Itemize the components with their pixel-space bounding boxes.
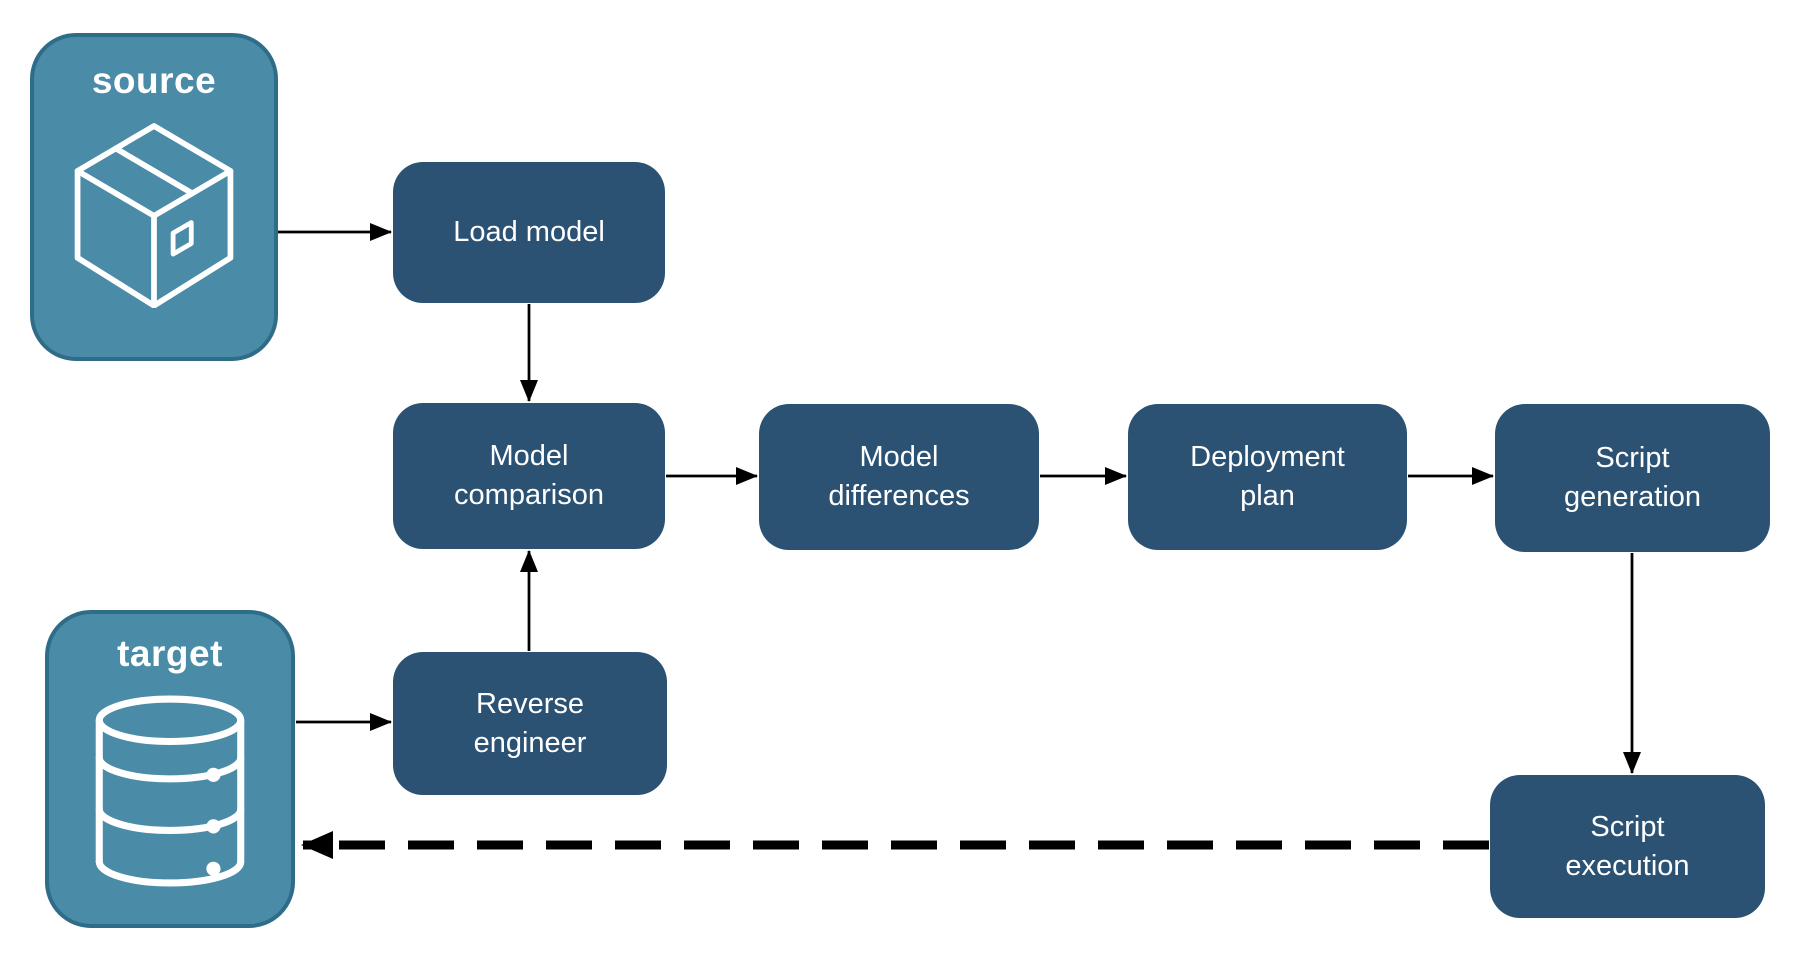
node-label: Model differences — [828, 441, 970, 512]
node-label: Script execution — [1565, 810, 1690, 882]
node-model-differences: Model differences — [759, 404, 1039, 550]
node-load-model: Load model — [393, 162, 665, 303]
node-model-comparison: Model comparison — [393, 403, 665, 549]
node-script-execution: Script execution — [1490, 775, 1765, 918]
database-icon — [94, 695, 246, 887]
node-label: Reverse engineer — [473, 687, 587, 759]
node-label: Model comparison — [454, 440, 604, 511]
node-reverse-engineer: Reverse engineer — [393, 652, 667, 795]
node-source: source — [30, 33, 278, 361]
node-script-generation: Script generation — [1495, 404, 1770, 552]
node-label: Deployment plan — [1190, 441, 1345, 512]
node-deployment-plan: Deployment plan — [1128, 404, 1407, 550]
node-target: target — [45, 610, 295, 928]
target-label: target — [117, 633, 223, 674]
package-box-icon — [68, 116, 240, 308]
source-label: source — [91, 60, 217, 101]
node-label: Script generation — [1563, 442, 1702, 513]
node-label: Load model — [453, 216, 605, 249]
